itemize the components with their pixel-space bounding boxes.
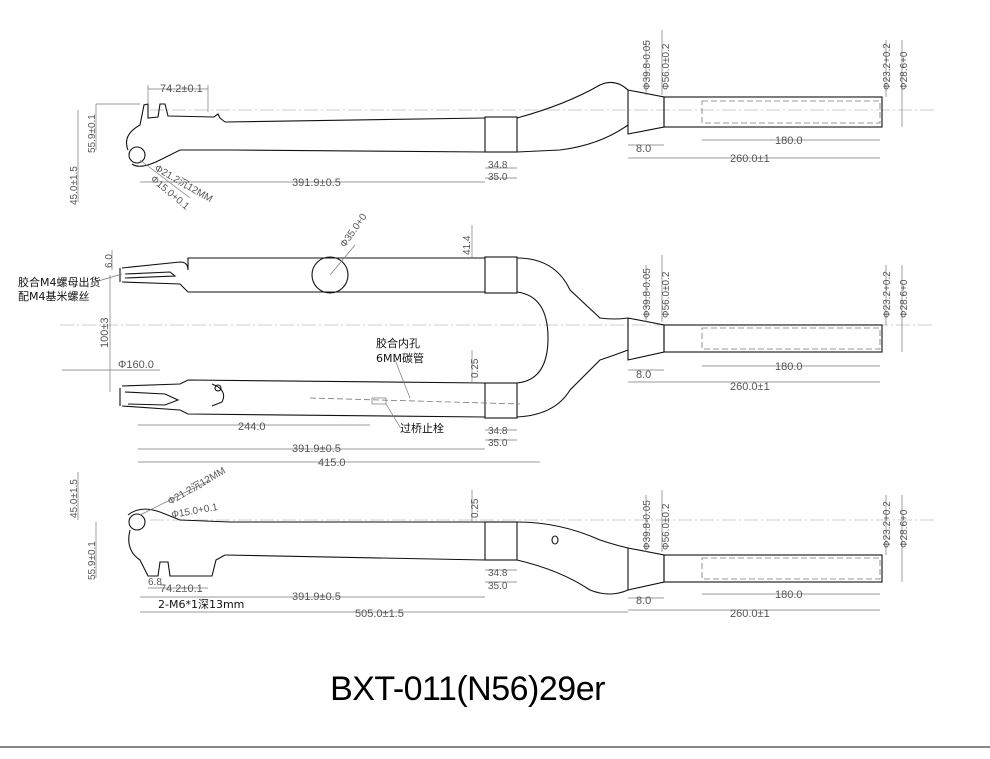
note-bridge-stopper: 过桥止栓: [400, 421, 444, 435]
dim-6-0: 6.0: [104, 254, 115, 268]
dim-505-0: 505.0±1.5: [355, 608, 404, 620]
dim-8-0: 8.0: [636, 369, 651, 381]
note-m4-nut: 胶合M4螺母出货: [18, 275, 101, 289]
dim-39-8: Ф39.8-0.05: [642, 40, 653, 90]
dim-180-0: 180.0: [775, 589, 803, 601]
dim-15-0: Ф15.0+0.1: [171, 502, 219, 521]
dim-74-2: 74.2±0.1: [160, 83, 203, 95]
dim-39-8: Ф39.8-0.05: [642, 500, 653, 550]
note-m6-thread: 2-M6*1深13mm: [158, 598, 244, 611]
dim-28-6: Ф28.6+0: [899, 51, 910, 90]
bottom-view: 45.0±1.5 55.9±0.1 Ф21.2沉12MM Ф15.0+0.1 0…: [69, 464, 935, 620]
dim-23-2: Ф23.2+0.2: [882, 501, 893, 548]
dim-180-0: 180.0: [775, 135, 803, 147]
dim-56-0: Ф56.0±0.2: [661, 503, 672, 550]
dim-55-9: 55.9±0.1: [87, 114, 98, 153]
dim-23-2: Ф23.2+0.2: [882, 43, 893, 90]
top-view: 74.2±0.1 55.9±0.1 45.0±1.5 Ф21.2沉12MM Ф1…: [69, 30, 935, 213]
front-view: Ф35.0+0 胶合内孔 6MM碳管 过桥止栓 胶合M4螺母出货 配M4基米螺丝…: [18, 212, 935, 469]
dim-8-0: 8.0: [636, 143, 651, 155]
dim-260-0: 260.0±1: [730, 381, 770, 393]
dim-260-0: 260.0±1: [730, 608, 770, 620]
dim-391-9: 391.9±0.5: [292, 177, 341, 189]
dim-180-0: 180.0: [775, 361, 803, 373]
dim-8-0: 8.0: [636, 595, 651, 607]
dim-41-4: 41.4: [462, 235, 473, 255]
dim-34-8: 34.8: [488, 160, 508, 171]
dim-35-0: 35.0: [488, 438, 508, 449]
dim-260-0: 260.0±1: [730, 153, 770, 165]
dim-45-0: 45.0±1.5: [69, 166, 80, 205]
dim-6-8: 6.8: [148, 577, 162, 588]
dim-35-0: 35.0: [488, 172, 508, 183]
dim-34-8: 34.8: [488, 426, 508, 437]
dim-74-2: 74.2±0.1: [160, 583, 203, 595]
dim-160-0: Ф160.0: [118, 359, 154, 371]
dim-28-6: Ф28.6+0: [899, 279, 910, 318]
dim-55-9: 55.9±0.1: [87, 541, 98, 580]
dim-35-0: 35.0: [488, 581, 508, 592]
dim-28-6: Ф28.6+0: [899, 509, 910, 548]
dim-56-0: Ф56.0±0.2: [661, 43, 672, 90]
dim-0-25: 0.25: [470, 498, 481, 518]
dim-100: 100±3: [99, 317, 111, 348]
dim-415-0: 415.0: [318, 457, 346, 469]
dim-39-8: Ф39.8-0.05: [642, 268, 653, 318]
dim-391-9: 391.9±0.5: [292, 443, 341, 455]
dim-23-2: Ф23.2+0.2: [882, 271, 893, 318]
dim-21-2: Ф21.2沉12MM: [165, 464, 228, 508]
bottom-divider: [0, 746, 990, 748]
dim-35-0-circle: Ф35.0+0: [338, 212, 369, 250]
note-m4-screw: 配M4基米螺丝: [18, 290, 90, 303]
note-6mm-tube: 6MM碳管: [376, 351, 424, 365]
dim-244-0: 244.0: [238, 421, 266, 433]
dim-391-9: 391.9±0.5: [292, 591, 341, 603]
drawing-title: BXT-011(N56)29er: [330, 670, 605, 708]
dim-34-8: 34.8: [488, 568, 508, 579]
note-glue-hole: 胶合内孔: [376, 336, 420, 350]
dim-56-0: Ф56.0±0.2: [661, 271, 672, 318]
dim-0-25: 0.25: [470, 358, 481, 378]
dim-45-0: 45.0±1.5: [69, 479, 80, 518]
